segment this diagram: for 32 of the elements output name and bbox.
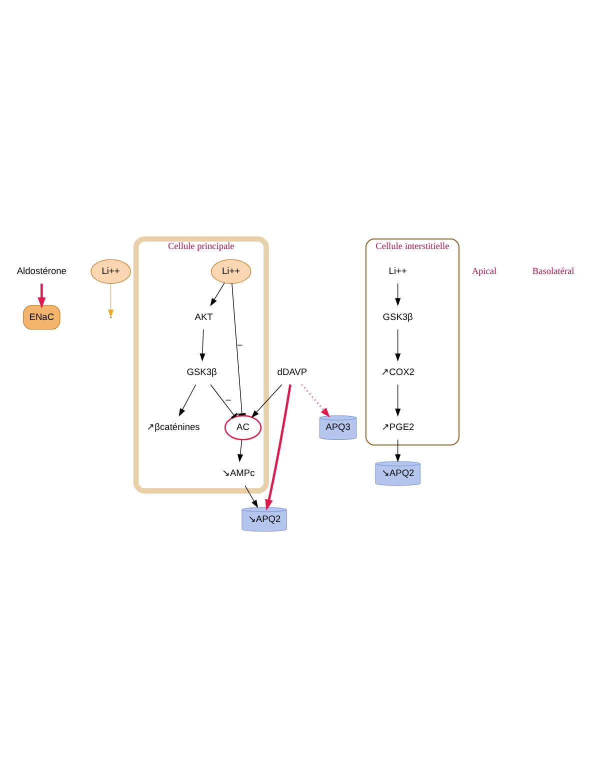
arrow	[200, 329, 206, 362]
arrow	[38, 284, 46, 309]
arrow	[395, 283, 401, 306]
node-text: ↗COX2	[381, 366, 414, 377]
label: Apical	[472, 266, 497, 277]
arrow	[251, 384, 282, 418]
arrow	[178, 384, 196, 417]
arrow	[244, 485, 258, 508]
node-ellipse: Li++	[210, 259, 252, 284]
arrow	[210, 282, 225, 306]
node-text: ↗βcaténines	[146, 422, 200, 432]
arrow	[395, 439, 401, 462]
node-ellipse: AC	[224, 415, 262, 440]
label: Basolatéral	[532, 266, 574, 277]
node-text: GSK3β	[186, 366, 217, 377]
arrow	[238, 439, 244, 462]
node-ellipse: Li++	[90, 259, 131, 284]
node-text: Aldostérone	[16, 266, 66, 276]
edge-label: –	[237, 339, 242, 350]
node-box: ENaC	[23, 305, 60, 330]
node-text: GSK3β	[382, 312, 413, 322]
arrow	[265, 384, 292, 511]
node-text: ↘AMPc	[222, 468, 255, 478]
node-text: ↗PGE2	[381, 422, 414, 432]
edge-label: –	[226, 394, 231, 405]
node-text: dDAVP	[277, 366, 308, 377]
node-text: AKT	[194, 312, 213, 322]
node-text: Li++	[388, 266, 407, 276]
connector	[210, 384, 238, 419]
arrow	[395, 329, 401, 362]
arrow	[395, 384, 401, 417]
arrow	[301, 384, 330, 418]
